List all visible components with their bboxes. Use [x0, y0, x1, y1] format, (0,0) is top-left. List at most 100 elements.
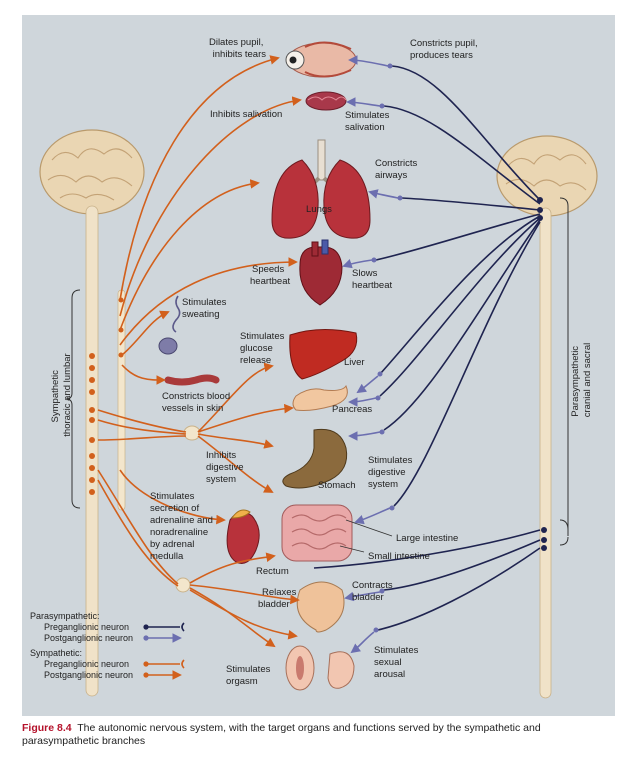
symp-path-skin [121, 364, 166, 385]
legend-symp-pre-terminal [181, 659, 185, 669]
para-pre-heart [375, 213, 541, 261]
label-constricts-airways: Constricts airways [375, 158, 420, 181]
label-rectum: Rectum [256, 566, 289, 577]
label-stimulates-salivation: Stimulates salivation [345, 110, 392, 133]
para-post-stomach [348, 431, 381, 441]
para-neuron-2 [537, 207, 543, 213]
label-constricts-pupil: Constricts pupil, produces tears [410, 38, 480, 61]
para-ganglion-pancreas [375, 395, 381, 401]
liver-illustration [289, 328, 358, 380]
symp-path-lungs [119, 179, 260, 331]
label-parasympathetic-side: Parasympathetic cranial and sacral [570, 343, 593, 417]
legend-para-post-dot [143, 635, 149, 641]
symp-path-bladder [189, 584, 300, 605]
para-ganglion-genitals [373, 627, 379, 633]
stomach-illustration [282, 428, 348, 489]
para-post-liver [356, 375, 379, 394]
para-post-bladder [344, 591, 381, 602]
left-brain [39, 129, 145, 215]
left-spinal-cord [85, 205, 126, 697]
para-pre-rectum [313, 529, 541, 569]
para-neuron-3 [537, 215, 543, 221]
label-stimulates-sweating: Stimulates sweating [182, 297, 229, 320]
para-ganglion-bladder [379, 588, 385, 594]
leader-small-intestine [339, 545, 365, 553]
symp-path-sweat [121, 310, 170, 356]
symp-neuron-4 [89, 389, 95, 395]
symp-neuron-5 [89, 407, 95, 413]
label-inhibits-digestive: Inhibits digestive system [206, 450, 246, 485]
salivary-gland-illustration [305, 91, 347, 111]
para-post-large-intestine [354, 507, 391, 525]
symp-chain-2 [118, 327, 124, 333]
symp-path-stomach [197, 433, 274, 449]
symp-path-eye [119, 55, 280, 301]
legend-para-pre-dot [143, 624, 149, 630]
label-stimulates-glucose: Stimulates glucose release [240, 331, 287, 366]
para-ganglion-salivary [379, 103, 385, 109]
para-ganglion-lungs [397, 195, 403, 201]
symp-neuron-8 [89, 453, 95, 459]
symp-pre-mesenteric [97, 469, 179, 585]
para-pre-large-intestine [393, 221, 541, 507]
para-post-salivary [346, 97, 381, 107]
para-post-eye [348, 55, 389, 67]
label-slows-heartbeat: Slows heartbeat [352, 268, 393, 291]
sympathetic-brace [65, 289, 81, 509]
para-pre-eye [391, 65, 541, 201]
label-stimulates-digestive: Stimulates digestive system [368, 455, 415, 490]
label-pancreas: Pancreas [332, 404, 372, 415]
caption-text: The autonomic nervous system, with the t… [22, 722, 541, 747]
symp-path-pelvic-plexus [189, 589, 298, 640]
figure-label: Figure 8.4 [22, 722, 72, 734]
genitals-illustration [285, 645, 355, 691]
para-ganglion-liver [377, 371, 383, 377]
legend-para-pre-terminal [181, 622, 185, 632]
symp-pre-mesenteric-2 [97, 479, 179, 587]
right-spinal-cord [539, 207, 552, 699]
legend: Parasympathetic: Preganglionic neuron Po… [30, 611, 185, 680]
label-constricts-vessels: Constricts blood vessels in skin [162, 391, 233, 414]
symp-pre-celiac [97, 409, 187, 433]
para-ganglion-intestine [389, 505, 395, 511]
parasympathetic-brace [559, 197, 569, 546]
symp-path-heart [119, 257, 298, 346]
para-post-lungs [368, 189, 399, 199]
label-lungs: Lungs [306, 204, 332, 215]
label-small-intestine: Small intestine [368, 551, 430, 562]
label-adrenal: Stimulates secretion of adrenaline and n… [150, 491, 216, 562]
heart-illustration [299, 239, 343, 306]
para-pre-bladder [383, 539, 541, 591]
para-ganglion-eye [387, 63, 393, 69]
symp-path-liver [197, 362, 274, 433]
para-pre-stomach [383, 219, 541, 431]
para-neuron-6 [541, 545, 547, 551]
label-contracts-bladder: Contracts bladder [352, 580, 395, 603]
symp-neuron-10 [89, 477, 95, 483]
para-neuron-1 [537, 197, 543, 203]
legend-symp-post-label: Postganglionic neuron [44, 670, 133, 680]
para-pre-liver [379, 215, 541, 375]
label-inhibits-salivation: Inhibits salivation [210, 109, 282, 120]
para-pre-lungs [401, 197, 541, 211]
legend-symp-pre-dot [143, 661, 149, 667]
label-stomach: Stomach [318, 480, 356, 491]
symp-path-intestine [197, 435, 274, 493]
label-dilates-pupil: Dilates pupil, inhibits tears [209, 37, 266, 60]
para-pre-salivary [383, 105, 541, 205]
adrenal-kidney-illustration [226, 509, 260, 564]
para-pre-genitals [377, 547, 541, 631]
para-post-heart [342, 259, 373, 269]
sweat-gland-illustration [158, 295, 181, 355]
label-stimulates-arousal: Stimulates sexual arousal [374, 645, 421, 680]
symp-pre-celiac-2 [97, 419, 187, 435]
symp-neuron-1 [89, 353, 95, 359]
right-brain [496, 135, 598, 217]
legend-para-pre-label: Preganglionic neuron [44, 622, 129, 632]
para-post-genitals [350, 631, 375, 654]
ganglion-mesenteric [175, 577, 191, 593]
symp-neuron-2 [89, 365, 95, 371]
para-neuron-5 [541, 537, 547, 543]
legend-para-post-label: Postganglionic neuron [44, 633, 133, 643]
